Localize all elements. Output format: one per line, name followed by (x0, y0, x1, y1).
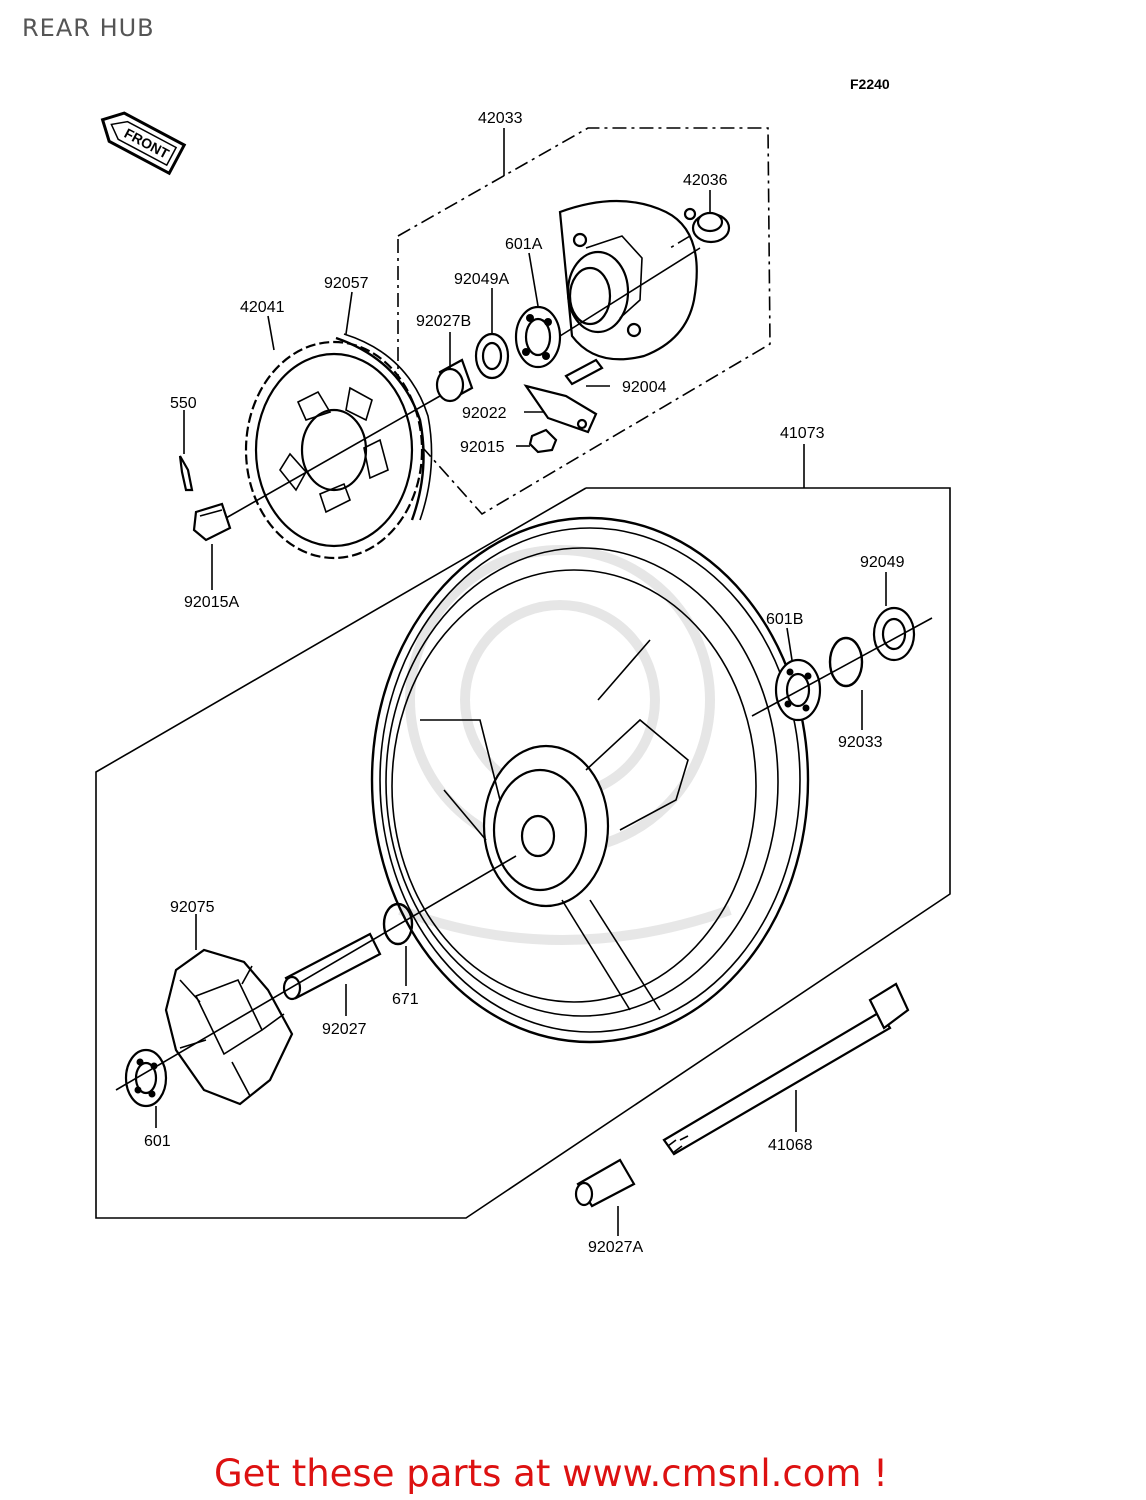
callout-92033: 92033 (838, 734, 883, 751)
sprocket-coupling-part (558, 199, 698, 361)
callout-92015a: 92015A (184, 594, 239, 611)
callout-92027: 92027 (322, 1021, 367, 1038)
oil-seal-92049-part (872, 606, 916, 662)
front-arrow-icon: FRONT (100, 111, 187, 176)
bearing-601-part (124, 1048, 168, 1108)
sprocket-42041-part (244, 340, 424, 560)
callout-671: 671 (392, 991, 419, 1008)
bearing-601a-part (514, 305, 562, 369)
collar-92027a-part (574, 1158, 636, 1208)
nut-92015-part (528, 428, 558, 454)
callout-42041: 42041 (240, 299, 285, 316)
stud-92004-part (564, 358, 604, 386)
leader-lines (155, 190, 887, 1236)
callout-92004: 92004 (622, 379, 667, 396)
callout-92049a: 92049A (454, 271, 509, 288)
castle-nut-92015a-part (192, 502, 232, 542)
wheel-assembly-frame (95, 444, 951, 1219)
axle-41068-part (662, 982, 910, 1156)
callout-42033: 42033 (478, 110, 523, 127)
plate-92022-part (523, 384, 598, 434)
callout-41068: 41068 (768, 1137, 813, 1154)
page-title: REAR HUB (22, 14, 155, 42)
callout-92015: 92015 (460, 439, 505, 456)
callout-41073: 41073 (780, 425, 825, 442)
circlip-92033-part (828, 636, 864, 688)
rear-wheel-part (370, 516, 810, 1044)
oil-seal-92049a-part (474, 332, 510, 380)
footer-shop-link[interactable]: Get these parts at www.cmsnl.com ! (214, 1452, 889, 1495)
callout-labels: 42033 42036 601A 92049A 92027B 92057 420… (144, 110, 905, 1256)
coupling-assembly-frame (397, 127, 771, 516)
bearing-601b-part (774, 658, 822, 722)
callout-601a: 601A (505, 236, 543, 253)
o-ring-671-part (382, 902, 414, 946)
collar-92027b-part (435, 358, 474, 403)
callout-92075: 92075 (170, 899, 215, 916)
callout-601: 601 (144, 1133, 171, 1150)
figure-code: F2240 (850, 76, 890, 92)
callout-550: 550 (170, 395, 197, 412)
callout-92049: 92049 (860, 554, 905, 571)
callout-92057: 92057 (324, 275, 369, 292)
callout-92027b: 92027B (416, 313, 471, 330)
damper-92075-part (164, 948, 294, 1106)
callout-92027a: 92027A (588, 1239, 643, 1256)
chain-92057-part (335, 333, 433, 521)
callout-92022: 92022 (462, 405, 507, 422)
callout-601b: 601B (766, 611, 803, 628)
collar-part (669, 211, 731, 249)
callout-42036: 42036 (683, 172, 728, 189)
cotter-pin-550-part (178, 455, 194, 492)
